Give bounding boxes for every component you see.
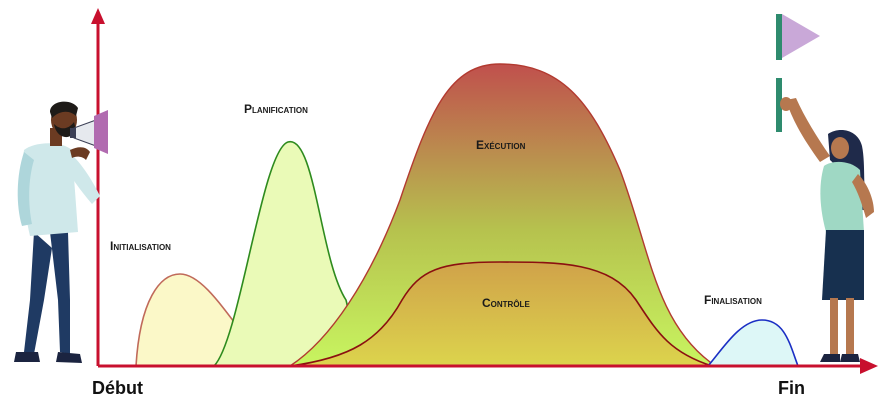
label-finalisation: Finalisation	[704, 293, 762, 307]
label-planification: Planification	[244, 102, 308, 116]
vertical-axis-arrowhead	[91, 8, 105, 24]
controle-curve	[289, 261, 713, 367]
axis-end-label: Fin	[778, 378, 805, 398]
label-initialisation: Initialisation	[110, 239, 171, 253]
label-execution: Exécution	[476, 138, 526, 152]
woman-holding-flag-icon	[776, 14, 874, 362]
man-with-megaphone-icon	[14, 101, 108, 363]
label-controle: Contrôle	[482, 296, 530, 310]
finalisation-curve	[706, 319, 800, 367]
phase-curves	[135, 63, 800, 367]
horizontal-axis-arrowhead	[860, 358, 878, 374]
flag-icon	[782, 14, 820, 58]
axis-start-label: Début	[92, 378, 143, 398]
